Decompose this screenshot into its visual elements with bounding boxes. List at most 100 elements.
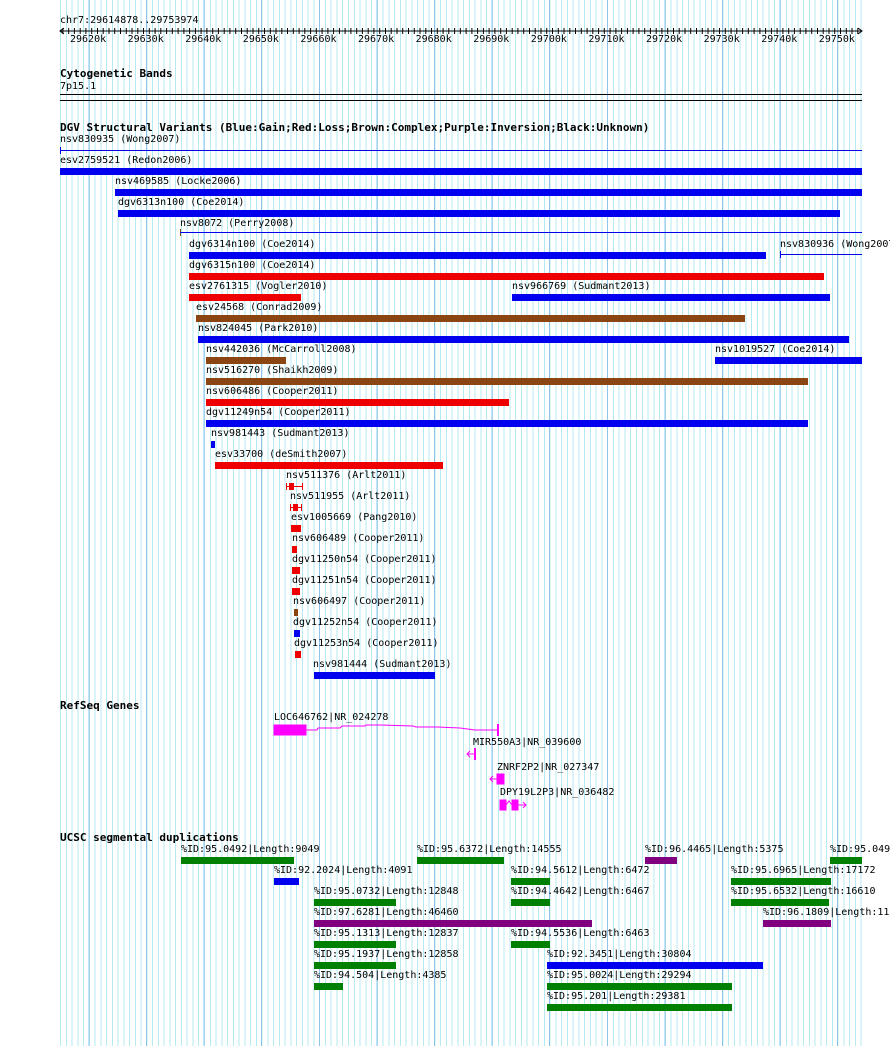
variant-bar[interactable] xyxy=(115,189,862,196)
segdup-bar[interactable] xyxy=(731,899,829,906)
variant-bar[interactable] xyxy=(206,357,286,364)
variant-bar[interactable] xyxy=(292,567,300,574)
refseq-title[interactable]: RefSeq Genes xyxy=(60,699,140,712)
variant-bar[interactable] xyxy=(196,315,745,322)
variant-label[interactable]: nsv516270 (Shaikh2009) xyxy=(206,365,339,376)
segdup-label[interactable]: %ID:95.0024|Length:29294 xyxy=(547,970,692,981)
variant-label[interactable]: nsv469585 (Locke2006) xyxy=(115,176,242,187)
segdup-bar[interactable] xyxy=(314,983,343,990)
variant-label[interactable]: dgv6315n100 (Coe2014) xyxy=(189,260,316,271)
gene-label[interactable]: LOC646762|NR_024278 xyxy=(274,712,389,723)
variant-bar[interactable] xyxy=(189,252,766,259)
variant-label[interactable]: nsv606489 (Cooper2011) xyxy=(292,533,425,544)
segdup-bar[interactable] xyxy=(314,899,396,906)
segdup-bar[interactable] xyxy=(547,1004,732,1011)
segdup-bar[interactable] xyxy=(417,857,504,864)
segdup-label[interactable]: %ID:95.0732|Length:12848 xyxy=(314,886,459,897)
variant-label[interactable]: nsv830935 (Wong2007) xyxy=(60,134,181,145)
variant-bar[interactable] xyxy=(206,420,808,427)
variant-bar[interactable] xyxy=(314,672,435,679)
variant-label[interactable]: nsv511376 (Arlt2011) xyxy=(286,470,407,481)
segdup-label[interactable]: %ID:95.6965|Length:17172 xyxy=(731,865,876,876)
variant-label[interactable]: dgv11251n54 (Cooper2011) xyxy=(292,575,437,586)
segdup-bar[interactable] xyxy=(645,857,677,864)
variant-label[interactable]: nsv1019527 (Coe2014) xyxy=(715,344,836,355)
segdup-label[interactable]: %ID:97.6281|Length:46460 xyxy=(314,907,459,918)
segdup-bar[interactable] xyxy=(547,983,732,990)
segdup-label[interactable]: %ID:96.4465|Length:5375 xyxy=(645,844,784,855)
segdup-bar[interactable] xyxy=(314,962,396,969)
variant-bar[interactable] xyxy=(211,441,215,448)
variant-label[interactable]: esv24568 (Conrad2009) xyxy=(196,302,323,313)
variant-label[interactable]: esv2761315 (Vogler2010) xyxy=(189,281,328,292)
variant-bar[interactable] xyxy=(295,651,301,658)
variant-bar[interactable] xyxy=(715,357,862,364)
variant-bar[interactable] xyxy=(60,150,862,151)
segdup-label[interactable]: %ID:94.5536|Length:6463 xyxy=(511,928,650,939)
variant-label[interactable]: nsv8072 (Perry2008) xyxy=(180,218,295,229)
variant-bar[interactable] xyxy=(118,210,840,217)
variant-label[interactable]: nsv606497 (Cooper2011) xyxy=(293,596,426,607)
variant-label[interactable]: dgv11250n54 (Cooper2011) xyxy=(292,554,437,565)
segdup-bar[interactable] xyxy=(181,857,294,864)
segdups-title[interactable]: UCSC segmental duplications xyxy=(60,831,239,844)
variant-bar[interactable] xyxy=(294,609,298,616)
variant-label[interactable]: esv2759521 (Redon2006) xyxy=(60,155,193,166)
variant-bar[interactable] xyxy=(291,525,301,532)
variant-bar[interactable] xyxy=(512,294,830,301)
variant-label[interactable]: nsv981443 (Sudmant2013) xyxy=(211,428,350,439)
segdup-label[interactable]: %ID:95.049 xyxy=(830,844,890,855)
variant-bar[interactable] xyxy=(198,336,849,343)
segdup-label[interactable]: %ID:95.1313|Length:12837 xyxy=(314,928,459,939)
variant-label[interactable]: dgv6313n100 (Coe2014) xyxy=(118,197,245,208)
variant-bar[interactable] xyxy=(215,462,443,469)
variant-label[interactable]: dgv11249n54 (Cooper2011) xyxy=(206,407,351,418)
segdup-bar[interactable] xyxy=(731,878,831,885)
variant-label[interactable]: nsv824045 (Park2010) xyxy=(198,323,319,334)
segdup-label[interactable]: %ID:94.504|Length:4385 xyxy=(314,970,447,981)
gene-label[interactable]: ZNRF2P2|NR_027347 xyxy=(497,762,600,773)
variant-label[interactable]: nsv966769 (Sudmant2013) xyxy=(512,281,651,292)
segdup-bar[interactable] xyxy=(511,899,550,906)
variant-label[interactable]: esv33700 (deSmith2007) xyxy=(215,449,348,460)
variant-bar[interactable] xyxy=(189,273,824,280)
variant-bar[interactable] xyxy=(292,588,300,595)
cytobands-title[interactable]: Cytogenetic Bands xyxy=(60,67,173,80)
segdup-label[interactable]: %ID:96.1809|Length:11 xyxy=(763,907,890,918)
segdup-label[interactable]: %ID:95.201|Length:29381 xyxy=(547,991,686,1002)
segdup-bar[interactable] xyxy=(511,878,550,885)
variant-bar[interactable] xyxy=(206,378,808,385)
variant-label[interactable]: nsv511955 (Arlt2011) xyxy=(290,491,411,502)
variant-label[interactable]: nsv830936 (Wong2007) xyxy=(780,239,890,250)
variant-bar[interactable] xyxy=(60,168,862,175)
segdup-bar[interactable] xyxy=(274,878,299,885)
variant-label[interactable]: dgv11252n54 (Cooper2011) xyxy=(293,617,438,628)
segdup-bar[interactable] xyxy=(314,941,396,948)
gene-label[interactable]: DPY19L2P3|NR_036482 xyxy=(500,787,615,798)
variant-bar[interactable] xyxy=(189,294,301,301)
variant-bar[interactable] xyxy=(290,507,302,508)
segdup-label[interactable]: %ID:92.2024|Length:4091 xyxy=(274,865,413,876)
segdup-label[interactable]: %ID:95.6532|Length:16610 xyxy=(731,886,876,897)
gene-label[interactable]: MIR550A3|NR_039600 xyxy=(473,737,582,748)
segdup-label[interactable]: %ID:95.6372|Length:14555 xyxy=(417,844,562,855)
segdup-label[interactable]: %ID:95.1937|Length:12858 xyxy=(314,949,459,960)
variant-label[interactable]: esv1005669 (Pang2010) xyxy=(291,512,418,523)
variant-label[interactable]: nsv606486 (Cooper2011) xyxy=(206,386,339,397)
variant-label[interactable]: nsv981444 (Sudmant2013) xyxy=(313,659,452,670)
variant-bar[interactable] xyxy=(292,546,297,553)
segdup-bar[interactable] xyxy=(763,920,831,927)
variant-label[interactable]: nsv442036 (McCarroll2008) xyxy=(206,344,357,355)
segdup-label[interactable]: %ID:95.0492|Length:9049 xyxy=(181,844,320,855)
segdup-bar[interactable] xyxy=(511,941,550,948)
variant-label[interactable]: dgv6314n100 (Coe2014) xyxy=(189,239,316,250)
segdup-bar[interactable] xyxy=(830,857,862,864)
variant-bar[interactable] xyxy=(206,399,509,406)
segdup-label[interactable]: %ID:94.5612|Length:6472 xyxy=(511,865,650,876)
dgv-title[interactable]: DGV Structural Variants (Blue:Gain;Red:L… xyxy=(60,121,650,134)
variant-bar[interactable] xyxy=(780,254,862,255)
segdup-label[interactable]: %ID:92.3451|Length:30804 xyxy=(547,949,692,960)
segdup-bar[interactable] xyxy=(314,920,592,927)
variant-bar[interactable] xyxy=(294,630,300,637)
variant-bar[interactable] xyxy=(286,486,303,487)
